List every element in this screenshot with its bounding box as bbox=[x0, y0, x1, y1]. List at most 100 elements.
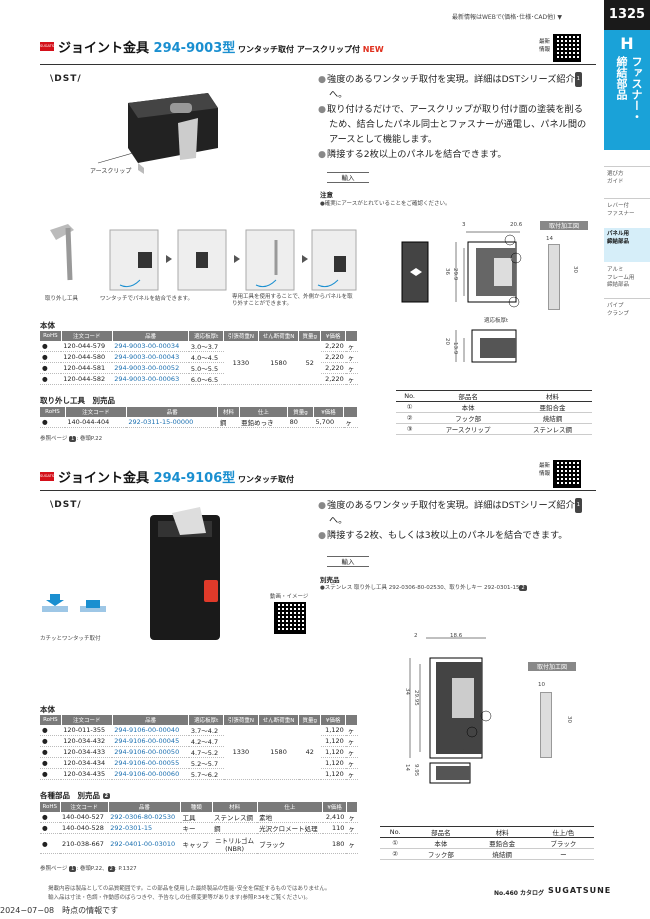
footer-brand: SUGATSUNE bbox=[548, 886, 612, 895]
dst-logo-2: \DST/ bbox=[50, 500, 82, 510]
catalog-number: No.460 カタログ bbox=[494, 890, 545, 897]
footer-note-1: 掲載内容は製品としての品質範囲です。この部品を使用した最終製品の性能･安全を保証… bbox=[48, 886, 331, 892]
category-letter: H bbox=[620, 34, 634, 53]
dim2-d5: 10 bbox=[538, 682, 545, 688]
sidebar-item-guide[interactable]: 選び方 ガイド bbox=[607, 171, 624, 185]
qr-code-icon[interactable] bbox=[553, 34, 581, 62]
product-image-294-9106 bbox=[150, 507, 220, 640]
dim2-d1: 2 bbox=[414, 633, 418, 639]
feature-2: 隣接する2枚、もしくは3枚以上のパネルを結合できます。 bbox=[318, 528, 590, 543]
caution-title: 注意 bbox=[320, 191, 333, 199]
category-text-1: ファスナー・ bbox=[630, 56, 643, 122]
body-title-2: 本体 bbox=[40, 705, 55, 714]
brand-logo-2: SUGATSUNE bbox=[40, 472, 61, 481]
dim2-d2: 18.6 bbox=[450, 633, 463, 639]
body-title: 本体 bbox=[40, 321, 55, 330]
ref-page-1: 参照ページ 1: 巻頭P.22 bbox=[40, 435, 103, 442]
section2-title: ジョイント金具 294-9106型 ワンタッチ取付 bbox=[58, 471, 295, 486]
web-info-note: 最新情報はWEBで(価格･仕様･CAD他) ▼ bbox=[452, 14, 562, 21]
earth-clip-label: アースクリップ bbox=[90, 168, 132, 175]
caption-special-tool: 専用工具を使用することで、外側からパネルを取り外すことができます。 bbox=[232, 294, 353, 308]
qr-label-2: 最新 情報 bbox=[538, 463, 550, 478]
dim2-d3: 34 bbox=[404, 688, 410, 695]
caption-removal-tool: 取り外し工具 bbox=[45, 296, 79, 302]
dim-d2: 20.6 bbox=[510, 222, 523, 228]
footer-note-2: 輸入品は寸法・色調・作動感のばらつきや、予告なしの仕様変更等があります(参照P.… bbox=[48, 895, 311, 901]
feature-3: 隣接する2枚以上のパネルを結合できます。 bbox=[318, 147, 590, 162]
ref-page-2: 参照ページ 1: 巻頭P.22、2: P.1327 bbox=[40, 865, 137, 872]
one-touch-icon bbox=[42, 594, 106, 612]
qr-code-icon-2[interactable] bbox=[553, 460, 581, 488]
dim2-t: t bbox=[462, 746, 465, 752]
dim2-d4: 29.95 bbox=[413, 690, 419, 706]
new-badge: NEW bbox=[362, 45, 384, 54]
category-tab[interactable]: H ファスナー・ 締結部品 bbox=[604, 30, 650, 150]
option-title: 別売品 bbox=[320, 576, 340, 584]
brand-logo: SUGATSUNE bbox=[40, 42, 61, 51]
product-image-294-9003 bbox=[97, 93, 218, 174]
sidebar-item-lever[interactable]: レバー付 ファスナー bbox=[607, 203, 635, 217]
dim2-d6: 30 bbox=[566, 716, 572, 723]
section1-title: ジョイント金具 294-9003型 ワンタッチ取付 アースクリップ付 NEW bbox=[58, 41, 384, 56]
import-tag-2: 輸入 bbox=[327, 556, 369, 567]
dim-d5: 14 bbox=[546, 236, 553, 242]
dim2-d8: 9.95 bbox=[413, 764, 419, 777]
caption-one-touch: ワンタッチでパネルを結合できます。 bbox=[100, 296, 193, 302]
parts-title: 各種部品 別売品 2 bbox=[40, 791, 111, 800]
dim2-d7: 14 bbox=[404, 764, 410, 771]
info-date: 2024−07−08 時点の情報です bbox=[0, 906, 119, 915]
section2-model: 294-9106型 bbox=[153, 471, 236, 486]
dim-d4: 29.9 bbox=[452, 268, 458, 281]
section1-model: 294-9003型 bbox=[153, 41, 236, 56]
page-number: 1325 bbox=[604, 0, 650, 30]
drawing-label-2: 取付加工図 bbox=[528, 662, 576, 671]
tool-title: 取り外し工具 別売品 bbox=[40, 396, 115, 405]
qr-label: 最新 情報 bbox=[538, 39, 550, 54]
dim-d1: 3 bbox=[462, 222, 466, 228]
caution-text: ●確実にアースがとれていることをご確認ください。 bbox=[320, 201, 451, 207]
option-text: ●ステンレス 取り外し工具 292-0306-80-02530、取り外しキー 2… bbox=[320, 584, 527, 591]
sidebar-item-panel[interactable]: パネル用 締結部品 bbox=[604, 228, 650, 262]
dim-d7: 20 bbox=[444, 338, 450, 345]
video-qr-icon[interactable] bbox=[274, 602, 306, 634]
video-label: 動画・イメージ bbox=[270, 594, 309, 600]
click-caption: カチッとワンタッチ取付 bbox=[40, 636, 101, 642]
sidebar-item-pipe[interactable]: パイプ クランプ bbox=[607, 303, 629, 317]
dimension-drawing-294-9003 bbox=[401, 231, 522, 363]
import-tag: 輸入 bbox=[327, 172, 369, 183]
dim-d8: 13.9 bbox=[452, 342, 458, 355]
dim-d3: 36 bbox=[444, 268, 450, 275]
dimension-drawing-294-9106 bbox=[409, 637, 492, 784]
dst-logo: \DST/ bbox=[50, 74, 82, 84]
category-text-2: 締結部品 bbox=[615, 56, 628, 100]
feature-2: 取り付けるだけで、アースクリップが取り付け面の塗装を削るため、結合したパネル同士… bbox=[318, 102, 590, 147]
sidebar-item-aluminum[interactable]: アルミ フレーム用 締結部品 bbox=[607, 267, 635, 289]
dim-panel-thickness: 適応板厚t bbox=[484, 318, 509, 324]
